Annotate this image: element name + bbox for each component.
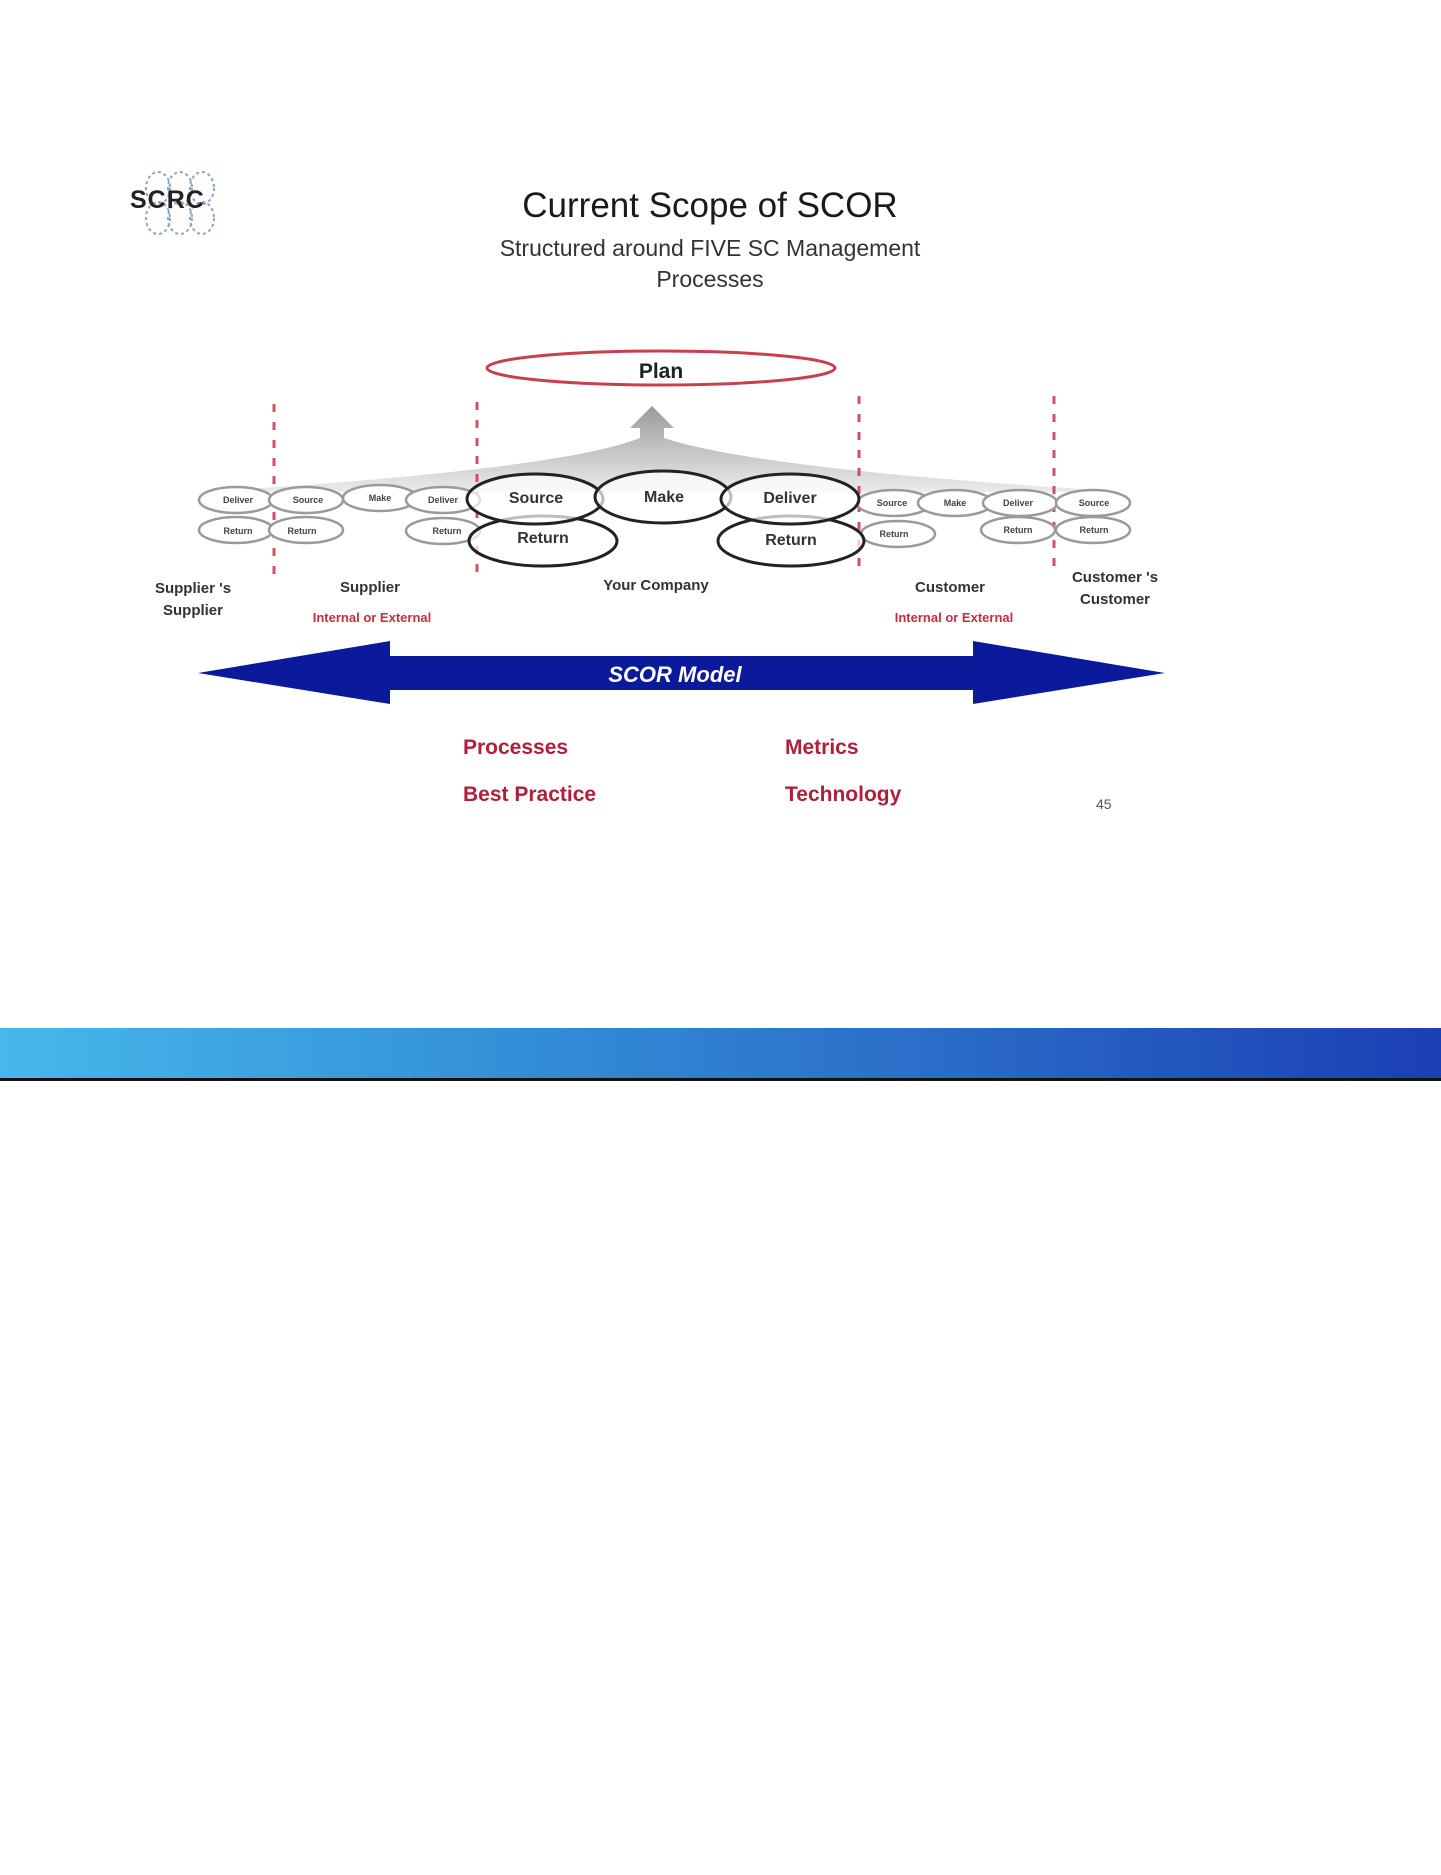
customer-side-processes	[855, 488, 1132, 549]
sup-return-label: Return	[288, 526, 317, 536]
deliver-ellipse	[719, 472, 861, 526]
entity-suppliers-supplier: Supplier 's Supplier	[130, 578, 256, 622]
footer-bar	[0, 1028, 1441, 1078]
cus-deliver-label: Deliver	[1003, 498, 1034, 508]
term-processes: Processes	[463, 736, 569, 759]
cus-make-label: Make	[944, 498, 967, 508]
dna-helix-icon	[145, 171, 215, 235]
sup-make-label: Make	[369, 493, 392, 503]
entity-line-2: Customer	[1079, 591, 1150, 608]
supplier-side-processes	[197, 483, 482, 546]
source-label: Source	[509, 490, 563, 507]
term-technology: Technology	[785, 783, 902, 806]
sup-source-label: Source	[293, 495, 324, 505]
term-best-practice: Best Practice	[463, 783, 597, 806]
scor-model-double-arrow	[198, 641, 1165, 704]
entity-supplier-note: Internal or External	[312, 610, 432, 625]
entity-line-1: Customer 's	[1071, 569, 1159, 586]
subtitle-line-1: Structured around FIVE SC Management	[499, 235, 921, 261]
company-processes	[465, 469, 866, 568]
cus-source-label: Source	[877, 498, 908, 508]
deliver-label: Deliver	[763, 490, 816, 507]
return-deliver-label: Return	[765, 532, 817, 549]
entity-customers-customer: Customer 's Customer	[1050, 567, 1180, 611]
logo-text: SCRC	[130, 186, 205, 214]
footer-border-line	[0, 1078, 1441, 1081]
plan-ellipse	[485, 349, 837, 387]
return-source-label: Return	[517, 530, 569, 547]
entity-line-2: Supplier	[162, 602, 223, 619]
sup-return2-label: Return	[433, 526, 462, 536]
cc-return-ellipse	[1054, 515, 1132, 545]
slide-subtitle: Structured around FIVE SC Management Pro…	[420, 233, 1000, 295]
entity-customer: Customer	[914, 579, 985, 596]
scor-diagram: Plan Deliver Return Source Return Make D…	[197, 349, 1165, 704]
subtitle-line-2: Processes	[656, 266, 764, 292]
plan-label: Plan	[639, 360, 683, 383]
make-label: Make	[644, 489, 684, 506]
scrc-logo: SCRC	[128, 168, 232, 238]
term-metrics: Metrics	[785, 736, 859, 759]
ss-deliver-label: Deliver	[223, 495, 254, 505]
cc-source-label: Source	[1079, 498, 1110, 508]
scor-model-label: SCOR Model	[608, 662, 742, 687]
slide-title: Current Scope of SCOR	[522, 186, 898, 225]
entity-your-company: Your Company	[603, 577, 709, 594]
sup-return-ellipse	[267, 515, 345, 545]
cc-return-label: Return	[1080, 525, 1109, 535]
plan-fan-arrow-icon	[200, 406, 1130, 492]
entity-line-1: Supplier 's	[154, 580, 232, 597]
page-number: 45	[1096, 796, 1112, 812]
ss-return-label: Return	[224, 526, 253, 536]
sup-deliver-label: Deliver	[428, 495, 459, 505]
entity-customer-note: Internal or External	[894, 610, 1014, 625]
entity-supplier: Supplier	[339, 579, 400, 596]
cus-return-label: Return	[880, 529, 909, 539]
cus-return2-label: Return	[1004, 525, 1033, 535]
